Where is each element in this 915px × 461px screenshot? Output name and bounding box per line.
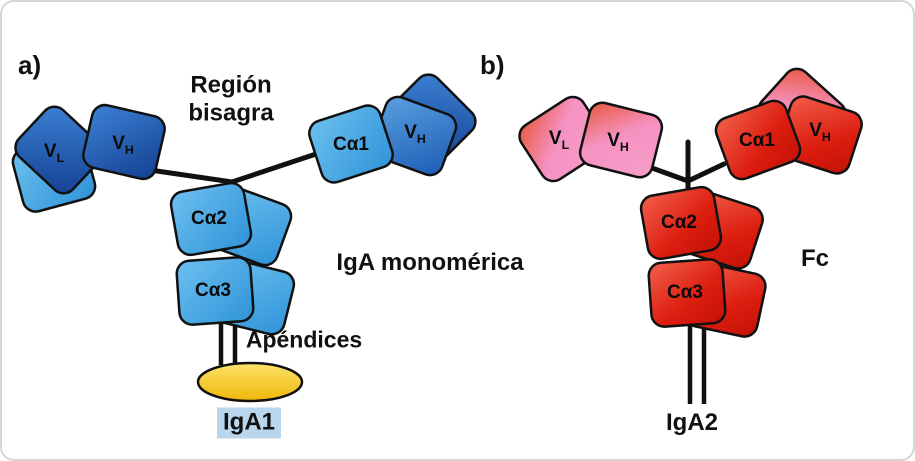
domain-label-vh-right-a: VH (404, 122, 426, 146)
domain-label-vh-right-b: VH (809, 120, 831, 144)
panel-a-letter: a) (18, 50, 42, 80)
hinge-region-label: Región bisagra (188, 71, 274, 126)
iga2-name-label: IgA2 (665, 409, 719, 436)
domain-ca1-b-shape (714, 99, 802, 181)
domain-ca1-a-shape (308, 104, 394, 184)
domain-label-ca2-a: Cα2 (191, 208, 227, 229)
panel-b-letter: b) (480, 50, 505, 80)
domain-label-vh-left-b: VH (607, 130, 629, 154)
appendices-label: Apéndices (245, 326, 363, 353)
fc-label: Fc (800, 245, 830, 272)
domain-vh-left-b-shape (578, 101, 664, 179)
domain-vl-a-shape (14, 105, 104, 195)
domain-label-ca1-a: Cα1 (333, 134, 369, 155)
tailpiece-ellipse (196, 361, 304, 403)
domain-ca3-b-shape (647, 258, 727, 328)
domain-ca3-a-shape (175, 256, 255, 326)
iga1-name-label: IgA1 (216, 407, 282, 439)
domain-label-vl-b: VL (548, 128, 570, 152)
domain-label-ca1-b: Cα1 (739, 130, 775, 151)
domain-vh-left-a-shape (82, 103, 166, 181)
domain-label-vh-left-a: VH (112, 133, 134, 157)
domain-label-ca2-b: Cα2 (661, 212, 697, 233)
domain-label-ca3-a: Cα3 (195, 280, 231, 301)
domain-label-vl-a: VL (43, 141, 65, 165)
domain-ca2-b-shape (639, 185, 723, 261)
domain-label-ca3-b: Cα3 (667, 282, 703, 303)
monomeric-iga-label: IgA monomérica (336, 249, 524, 276)
hinge-lines-a (147, 151, 319, 185)
domain-ca2-a-shape (169, 181, 253, 257)
